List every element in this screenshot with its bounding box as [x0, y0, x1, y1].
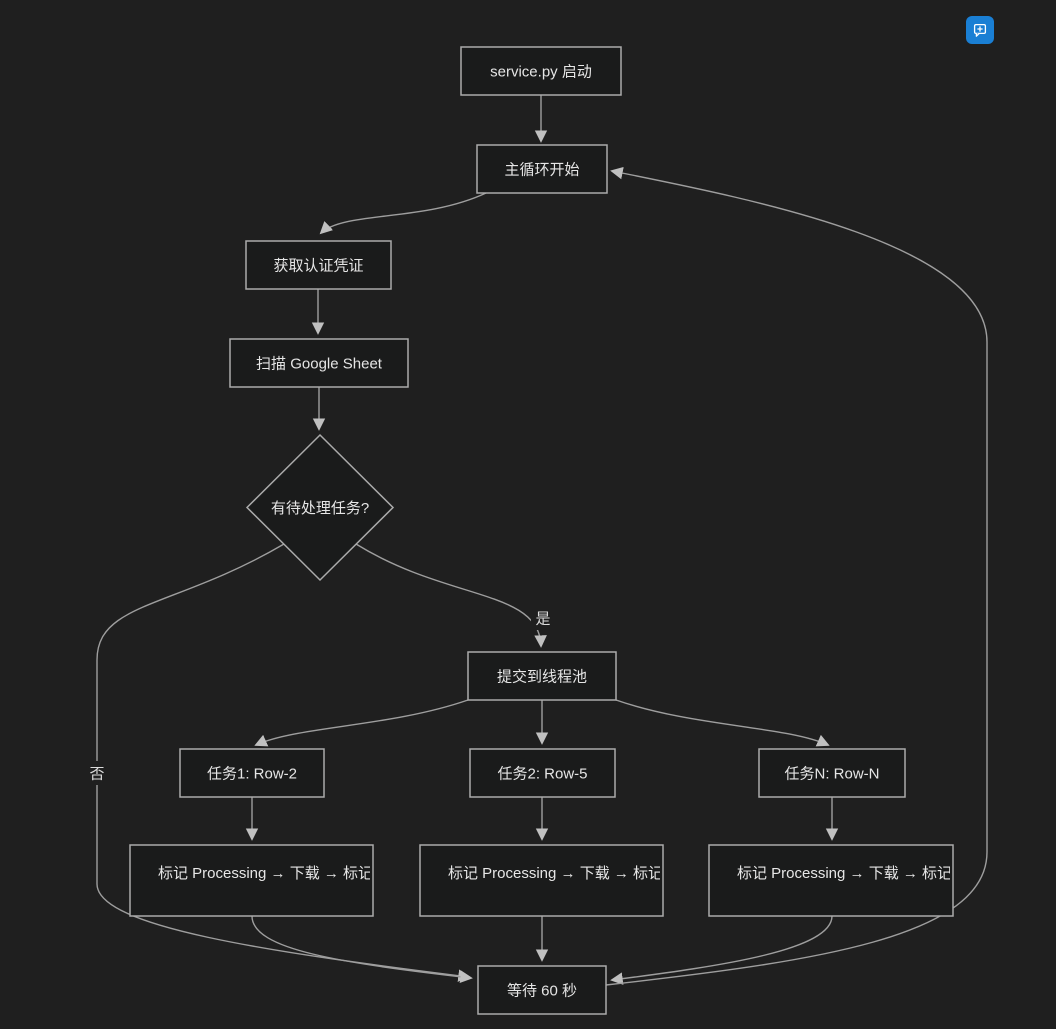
edge-submit-taskN: [615, 699, 830, 747]
node-decision: 有待处理任务?: [245, 433, 395, 582]
node-box: [419, 844, 664, 917]
node-label-auth: 获取认证凭证: [273, 258, 363, 275]
comment-plus-icon: [972, 22, 988, 38]
decision-shape: [245, 433, 395, 582]
node-box: [229, 338, 409, 388]
node-box: [469, 748, 616, 798]
node-task2: 任务2: Row-5: [469, 748, 616, 798]
flowchart-edge-labels: 是否: [85, 606, 555, 785]
node-proc1: 标记 Processing → 下载 → 标记: [129, 844, 374, 917]
node-proc3: 标记 Processing → 下载 → 标记: [708, 844, 954, 917]
node-label-proc1: 标记 Processing → 下载 → 标记: [158, 865, 373, 882]
edge-proc1-wait: [251, 915, 473, 984]
node-box: [476, 144, 608, 194]
edge-decision-wait: [96, 543, 471, 982]
node-scan: 扫描 Google Sheet: [229, 338, 409, 388]
node-taskN: 任务N: Row-N: [758, 748, 906, 798]
flowchart-edges: [96, 95, 988, 986]
edge-label-bg: [531, 606, 555, 630]
node-auth: 获取认证凭证: [245, 240, 392, 290]
node-wait: 等待 60 秒: [477, 965, 607, 1015]
edge-decision-submit: [355, 543, 547, 648]
node-start: service.py 启动: [460, 46, 622, 96]
node-box: [460, 46, 622, 96]
edge-submit-task1: [254, 699, 469, 747]
node-label-scan: 扫描 Google Sheet: [256, 356, 383, 373]
node-label-start: service.py 启动: [490, 64, 592, 81]
add-comment-button[interactable]: [966, 16, 994, 44]
node-label-task1: 任务1: Row-2: [207, 766, 297, 783]
edge-proc3-wait: [610, 915, 833, 985]
node-box: [245, 240, 392, 290]
node-task1: 任务1: Row-2: [179, 748, 325, 798]
node-label-proc2: 标记 Processing → 下载 → 标记: [448, 865, 663, 882]
edge-main-loop-auth: [319, 192, 487, 235]
edge-label: 是: [535, 611, 550, 628]
node-label-taskN: 任务N: Row-N: [784, 766, 879, 783]
node-label-decision: 有待处理任务?: [271, 500, 369, 517]
node-box: [477, 965, 607, 1015]
node-box: [758, 748, 906, 798]
node-proc2: 标记 Processing → 下载 → 标记: [419, 844, 664, 917]
node-label-task2: 任务2: Row-5: [497, 766, 587, 783]
node-box: [129, 844, 374, 917]
edge-label: 否: [89, 766, 104, 783]
node-submit: 提交到线程池: [467, 651, 617, 701]
node-label-proc3: 标记 Processing → 下载 → 标记: [737, 865, 952, 882]
node-label-submit: 提交到线程池: [497, 668, 587, 686]
node-label-main-loop: 主循环开始: [504, 162, 579, 179]
node-box: [467, 651, 617, 701]
node-box: [708, 844, 954, 917]
edge-label-bg: [85, 761, 109, 785]
node-main-loop: 主循环开始: [476, 144, 608, 194]
edge-wait-main-loop: [605, 166, 988, 986]
node-label-wait: 等待 60 秒: [507, 982, 577, 1000]
node-box: [179, 748, 325, 798]
